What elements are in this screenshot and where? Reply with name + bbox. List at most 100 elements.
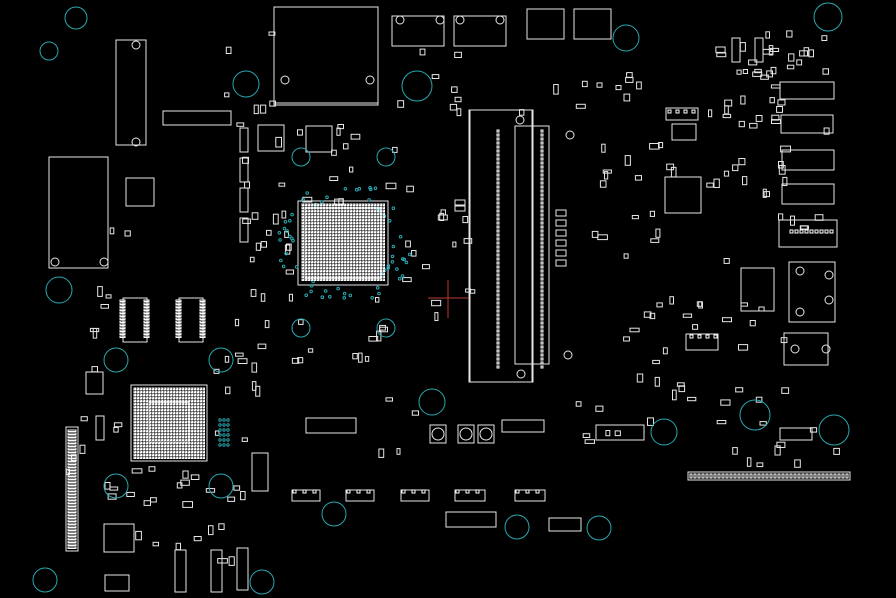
bga-ball bbox=[337, 251, 340, 254]
bga-ball bbox=[337, 248, 340, 251]
bga-ball bbox=[343, 209, 346, 212]
bga-ball bbox=[202, 411, 205, 414]
bga-ball bbox=[322, 266, 325, 269]
pin-pad bbox=[496, 321, 500, 325]
bga-ball bbox=[346, 257, 349, 260]
bga-ball bbox=[370, 272, 373, 275]
bga-ball bbox=[163, 405, 166, 408]
passive-component bbox=[601, 143, 606, 153]
via bbox=[373, 186, 378, 190]
bga-ball bbox=[319, 257, 322, 260]
bga-ball bbox=[304, 227, 307, 230]
bga-ball bbox=[148, 417, 151, 420]
passive-component bbox=[723, 170, 730, 177]
bga-ball bbox=[307, 230, 310, 233]
bga-ball bbox=[175, 390, 178, 393]
bga-ball bbox=[139, 426, 142, 429]
bga-ball bbox=[148, 405, 151, 408]
via bbox=[367, 198, 371, 202]
pin-pad bbox=[540, 189, 544, 193]
passive-component bbox=[135, 530, 142, 541]
ic-pin bbox=[175, 314, 182, 317]
bga-ball bbox=[349, 245, 352, 248]
tall-component bbox=[239, 157, 249, 183]
bga-ball bbox=[184, 399, 187, 402]
bga-ball bbox=[157, 387, 160, 390]
bga-ball bbox=[379, 263, 382, 266]
bga-ball bbox=[169, 450, 172, 453]
connector-pin bbox=[535, 489, 540, 494]
bga-ball bbox=[358, 272, 361, 275]
bga-ball bbox=[190, 390, 193, 393]
bga-ball bbox=[313, 278, 316, 281]
bga-ball bbox=[364, 227, 367, 230]
bga-ball bbox=[343, 239, 346, 242]
bga-ball bbox=[178, 402, 181, 405]
pin-pad bbox=[540, 165, 544, 169]
bga-ball bbox=[163, 414, 166, 417]
bga-ball bbox=[169, 402, 172, 405]
connector-pin bbox=[809, 229, 814, 234]
passive-component bbox=[591, 230, 599, 238]
bga-ball bbox=[352, 218, 355, 221]
bga-ball bbox=[154, 447, 157, 450]
bga-ball bbox=[181, 387, 184, 390]
via bbox=[400, 274, 405, 278]
bga-ball bbox=[349, 215, 352, 218]
bga-ball bbox=[310, 242, 313, 245]
bga-ball bbox=[196, 405, 199, 408]
bga-ball bbox=[382, 221, 385, 224]
bga-ball bbox=[340, 236, 343, 239]
ic-pin bbox=[119, 335, 126, 338]
bga-ball bbox=[142, 456, 145, 459]
mounting-hole bbox=[650, 418, 678, 446]
pin-pad bbox=[496, 229, 500, 233]
bga-ball bbox=[379, 233, 382, 236]
passive-component bbox=[614, 430, 621, 437]
bga-ball bbox=[370, 230, 373, 233]
bga-ball bbox=[346, 248, 349, 251]
bga-ball bbox=[358, 227, 361, 230]
bga-ball bbox=[331, 269, 334, 272]
bga-ball bbox=[307, 245, 310, 248]
bga-ball bbox=[175, 456, 178, 459]
connector-pin bbox=[465, 489, 470, 494]
bga-ball bbox=[301, 275, 304, 278]
bga-ball bbox=[310, 239, 313, 242]
bga-ball bbox=[316, 212, 319, 215]
bga-ball bbox=[157, 429, 160, 432]
bga-ball bbox=[373, 233, 376, 236]
passive-component bbox=[636, 81, 642, 90]
bga-ball bbox=[379, 227, 382, 230]
bga-ball bbox=[352, 212, 355, 215]
bga-ball bbox=[136, 426, 139, 429]
bga-ball bbox=[328, 278, 331, 281]
bga-ball bbox=[346, 263, 349, 266]
bga-ball bbox=[136, 414, 139, 417]
ic-pin bbox=[199, 329, 206, 332]
pin-pad bbox=[496, 197, 500, 201]
tall-component bbox=[731, 37, 741, 63]
bga-ball bbox=[157, 405, 160, 408]
bga-ball bbox=[355, 251, 358, 254]
bga-ball bbox=[172, 396, 175, 399]
bga-ball bbox=[199, 399, 202, 402]
ic-pin bbox=[199, 314, 206, 317]
bga-ball bbox=[175, 420, 178, 423]
bga-ball bbox=[202, 393, 205, 396]
bga-ball bbox=[382, 254, 385, 257]
bga-ball bbox=[310, 269, 313, 272]
bga-ball bbox=[169, 396, 172, 399]
passive-component bbox=[260, 241, 268, 248]
bga-ball bbox=[151, 390, 154, 393]
passive-component bbox=[107, 493, 117, 500]
bga-ball bbox=[355, 215, 358, 218]
via bbox=[320, 295, 325, 300]
bga-ball bbox=[157, 444, 160, 447]
bga-ball bbox=[349, 272, 352, 275]
pad-square bbox=[477, 424, 495, 444]
ic-pin bbox=[119, 299, 126, 302]
bga-ball bbox=[331, 209, 334, 212]
